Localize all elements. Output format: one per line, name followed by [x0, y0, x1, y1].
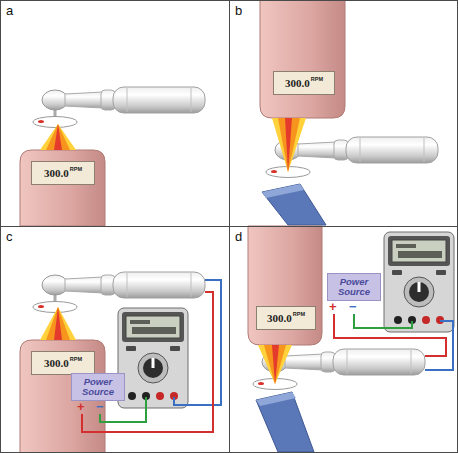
tachometer-display: 300.0RPM — [273, 71, 335, 95]
tachometer-display: 300.0RPM — [31, 161, 95, 185]
figure-panel: b 300.0RPM — [229, 0, 458, 227]
rpm-value: 300.0 — [267, 312, 292, 324]
tachometer-display: 300.0RPM — [31, 351, 95, 375]
rpm-unit: RPM — [70, 166, 82, 172]
panel-letter: c — [6, 229, 13, 244]
polarity-sign: + — [329, 300, 337, 313]
rpm-unit: RPM — [311, 76, 323, 82]
polarity-sign: + — [77, 400, 85, 413]
tachometer-display: 300.0RPM — [256, 306, 316, 330]
figure-panel: c300.0RPMPower Source — [0, 226, 230, 453]
polarity-sign: − — [96, 400, 104, 413]
rpm-unit: RPM — [70, 356, 82, 362]
panel-letter: d — [235, 229, 242, 244]
rpm-value: 300.0 — [44, 357, 69, 369]
rpm-unit: RPM — [293, 311, 305, 317]
figure-panel: a 300.0RPM — [0, 0, 230, 227]
power-source-box: Power Source — [327, 273, 381, 301]
power-source-box: Power Source — [71, 373, 125, 401]
rpm-value: 300.0 — [285, 77, 310, 89]
rpm-value: 300.0 — [44, 167, 69, 179]
power-source-label: Power Source — [72, 377, 124, 397]
figure-panel: d 300.0RPM Power Source — [229, 226, 458, 453]
polarity-sign: − — [349, 300, 357, 313]
panel-letter: a — [6, 3, 13, 18]
power-source-label: Power Source — [328, 277, 380, 297]
panel-letter: b — [235, 3, 242, 18]
